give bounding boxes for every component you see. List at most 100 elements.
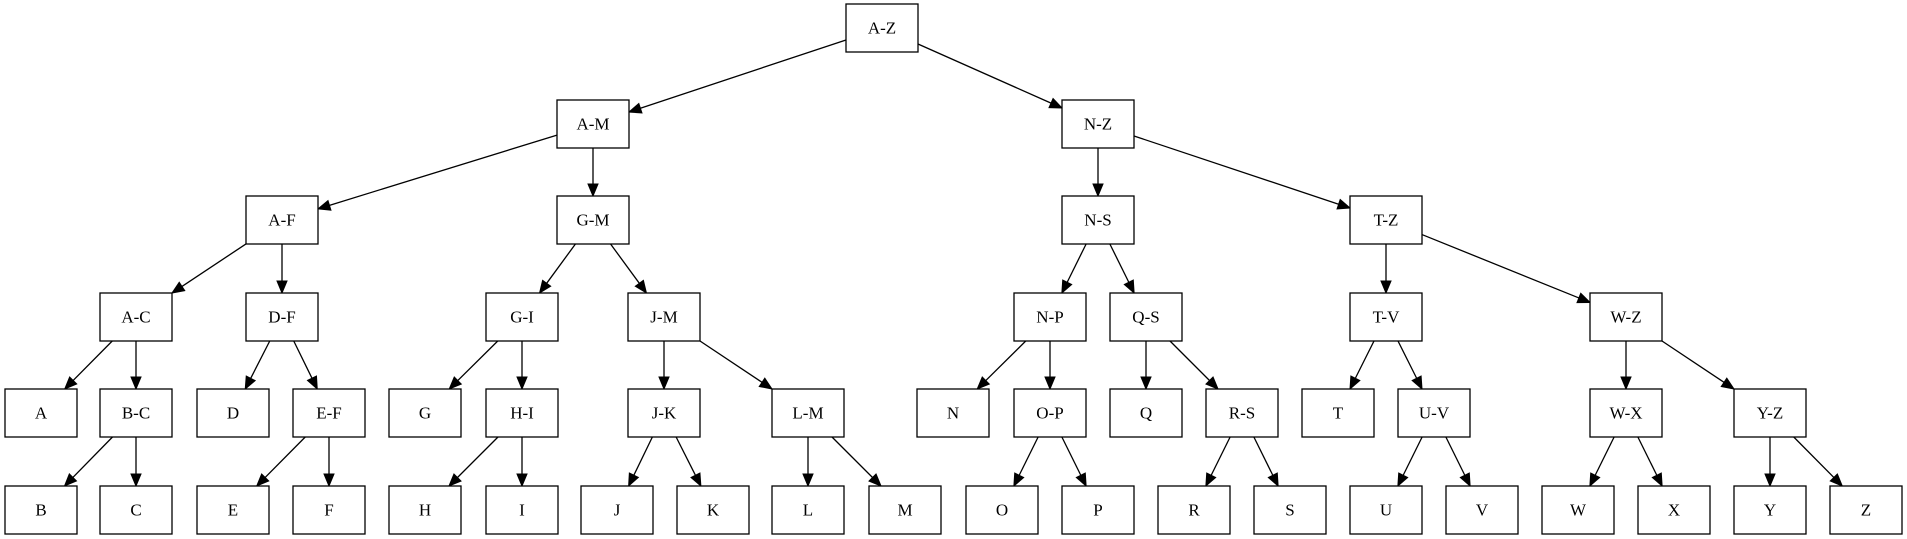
node-label: D [227, 404, 239, 423]
arrowhead-icon [130, 376, 142, 391]
edge-w-x-to-x [1637, 436, 1663, 488]
node-label: T-V [1373, 308, 1400, 327]
arrowhead-icon [516, 376, 528, 391]
node-b: B [4, 485, 78, 535]
arrowhead-icon [1829, 473, 1844, 487]
arrowhead-icon [1205, 472, 1217, 488]
node-n-s: N-S [1061, 195, 1135, 245]
arrowhead-icon [1651, 472, 1663, 488]
edge-line [831, 436, 873, 478]
node-box [1253, 485, 1327, 535]
node-label: D-F [268, 308, 295, 327]
node-box [556, 195, 630, 245]
edge-n-z-to-t-z [1133, 135, 1352, 210]
edge-w-z-to-y-z [1661, 340, 1736, 390]
edge-line [181, 243, 247, 287]
arrowhead-icon [1267, 472, 1279, 488]
node-box [1301, 388, 1375, 438]
node-box [1541, 485, 1615, 535]
node-a-z: A-Z [845, 3, 919, 53]
node-y: Y [1733, 485, 1807, 535]
node-label: L [803, 501, 813, 520]
node-label: G-M [576, 211, 609, 230]
node-box [245, 195, 319, 245]
edge-line [72, 340, 113, 381]
arrowhead-icon [276, 280, 288, 295]
node-label: S [1285, 501, 1294, 520]
node-box [771, 388, 845, 438]
edge-line [633, 436, 653, 476]
edge-n-p-to-o-p [1044, 341, 1056, 391]
edge-t-z-to-t-v [1380, 244, 1392, 295]
node-u-v: U-V [1397, 388, 1471, 438]
edge-line [1793, 436, 1835, 478]
node-box [196, 485, 270, 535]
arrowhead-icon [244, 375, 257, 391]
arrowhead-icon [448, 376, 463, 390]
node-a-f: A-F [245, 195, 319, 245]
node-label: W-Z [1610, 308, 1641, 327]
node-g-m: G-M [556, 195, 630, 245]
edge-a-f-to-d-f [276, 244, 288, 295]
node-q: Q [1109, 388, 1183, 438]
node-label: O-P [1036, 404, 1063, 423]
node-label: Z [1861, 501, 1871, 520]
node-label: Y [1764, 501, 1776, 520]
edge-line [640, 39, 847, 109]
edge-u-v-to-v [1445, 436, 1471, 488]
node-label: T [1333, 404, 1344, 423]
node-z: Z [1829, 485, 1903, 535]
node-c: C [99, 485, 173, 535]
edge-q-s-to-r-s [1169, 340, 1219, 390]
node-label: N-S [1084, 211, 1111, 230]
node-label: E [228, 501, 238, 520]
node-e-f: E-F [292, 388, 366, 438]
node-box [292, 485, 366, 535]
arrowhead-icon [634, 279, 648, 295]
edge-line [329, 134, 558, 206]
edge-l-m-to-l [802, 437, 814, 488]
arrowhead-icon [1061, 279, 1073, 295]
node-label: A-F [268, 211, 295, 230]
node-label: R [1188, 501, 1200, 520]
node-box [1733, 388, 1807, 438]
node-box [485, 292, 559, 342]
edges-layer [63, 39, 1844, 488]
node-label: A [35, 404, 48, 423]
arrowhead-icon [306, 375, 318, 391]
edge-a-f-to-a-c [170, 243, 247, 294]
edge-line [1018, 436, 1039, 476]
edge-o-p-to-p [1061, 436, 1087, 488]
node-a: A [4, 388, 78, 438]
edge-t-v-to-u-v [1397, 340, 1423, 391]
edge-b-c-to-c [130, 437, 142, 488]
edge-l-m-to-m [831, 436, 882, 487]
node-box [627, 292, 701, 342]
arrowhead-icon [1140, 376, 1152, 391]
edge-line [917, 43, 1052, 104]
edge-n-s-to-q-s [1109, 243, 1135, 295]
node-o: O [965, 485, 1039, 535]
node-w-z: W-Z [1589, 292, 1663, 342]
arrowhead-icon [130, 473, 142, 488]
edge-line [457, 436, 499, 478]
node-v: V [1445, 485, 1519, 535]
node-box [388, 485, 462, 535]
node-j-m: J-M [627, 292, 701, 342]
arrowhead-icon [802, 473, 814, 488]
arrowhead-icon [516, 473, 528, 488]
edge-line [1421, 233, 1580, 299]
node-label: M [897, 501, 912, 520]
edge-y-z-to-z [1793, 436, 1844, 487]
edge-o-p-to-o [1013, 436, 1039, 488]
arrowhead-icon [587, 183, 599, 198]
edge-w-z-to-w-x [1620, 341, 1632, 391]
node-j: J [580, 485, 654, 535]
edge-g-i-to-h-i [516, 341, 528, 391]
node-box [1205, 388, 1279, 438]
edge-h-i-to-i [516, 437, 528, 488]
node-box [1349, 292, 1423, 342]
edge-b-c-to-b [63, 436, 113, 487]
edge-j-k-to-k [675, 436, 702, 488]
node-box [485, 388, 559, 438]
